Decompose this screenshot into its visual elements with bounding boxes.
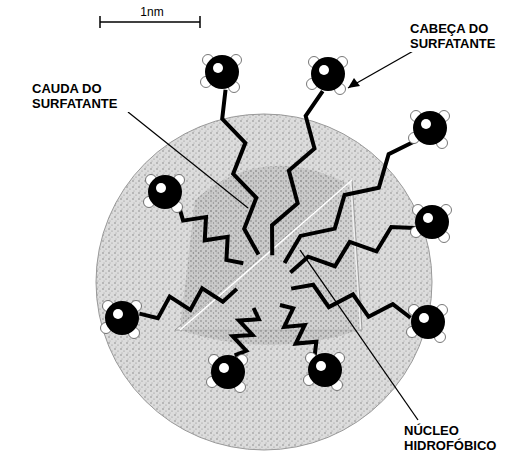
part-label: NÚCLEO HIDROFÓBICO bbox=[402, 422, 510, 454]
surfactant-head bbox=[201, 55, 242, 93]
surfactant-tail bbox=[280, 305, 316, 355]
hydrophobic-core bbox=[180, 166, 360, 345]
leader-lines bbox=[128, 50, 418, 420]
scale-label: 1nm bbox=[120, 4, 184, 21]
surfactant-head bbox=[307, 57, 348, 95]
surfactant-head bbox=[101, 301, 142, 339]
surfactant-tail bbox=[291, 285, 410, 318]
micelle-sphere bbox=[96, 114, 432, 450]
surfactant-head bbox=[144, 175, 185, 213]
surfactant-tail bbox=[285, 140, 417, 263]
surfactant-head bbox=[411, 205, 452, 243]
part-label: CAUDA DO SURFATANTE bbox=[30, 80, 134, 112]
surfactant-tail bbox=[272, 91, 323, 255]
surfactant-tail bbox=[178, 204, 243, 263]
part-label: CABEÇA DO SURFATANTE bbox=[408, 20, 516, 52]
surfactant-head bbox=[409, 111, 450, 149]
surfactant-tail bbox=[290, 227, 415, 273]
surfactant-tail bbox=[139, 288, 236, 318]
surfactant-head bbox=[207, 355, 248, 393]
surfactant-head bbox=[304, 353, 345, 391]
surfactant-tail bbox=[233, 308, 259, 355]
surfactant-head bbox=[407, 305, 448, 343]
surfactant-tail bbox=[222, 90, 258, 255]
arrowhead bbox=[348, 78, 360, 88]
cutaway-edge bbox=[180, 180, 352, 330]
